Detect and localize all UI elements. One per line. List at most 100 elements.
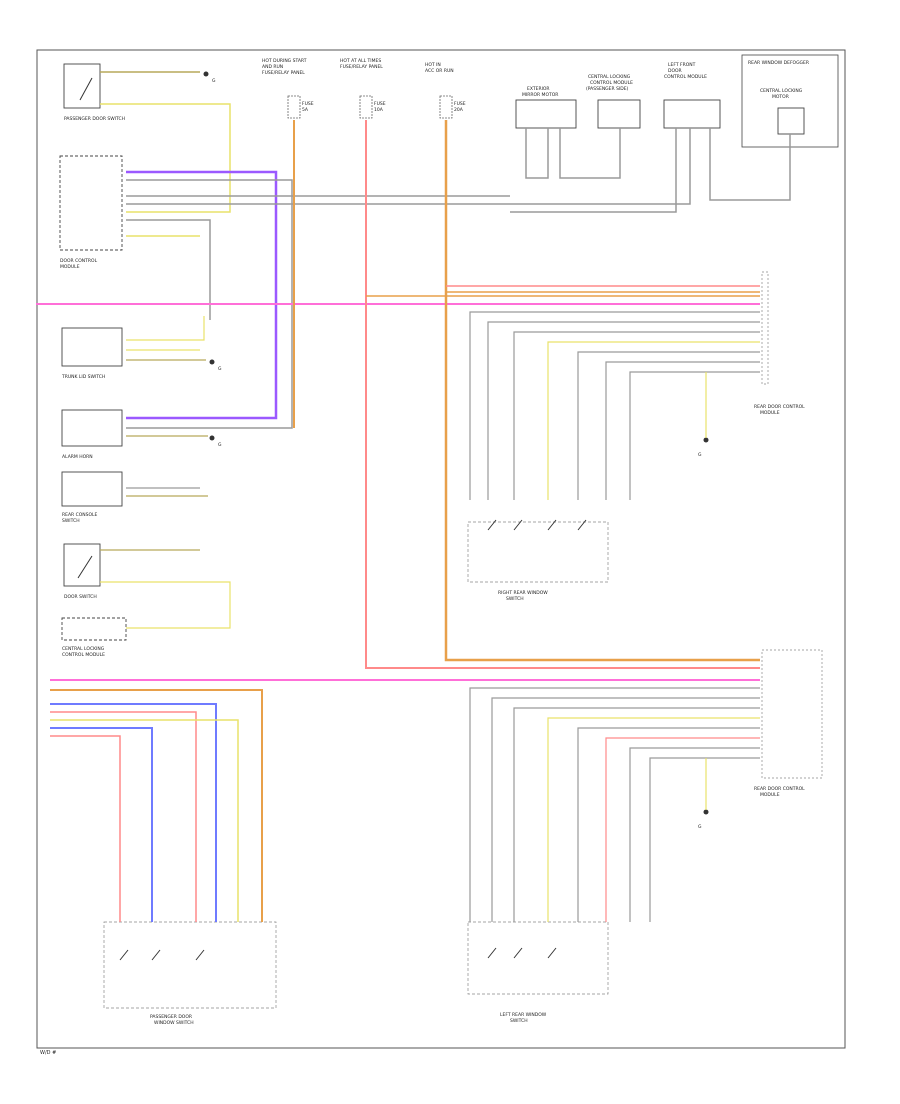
top-right-module-4-name-1: CENTRAL LOCKING [760, 88, 803, 94]
wire-48 [605, 737, 760, 922]
top-right-module-3-name-2: DOOR [668, 68, 682, 74]
wire-23 [547, 341, 760, 500]
door-switch: DOOR SWITCH [63, 543, 101, 600]
ground-4-label: G [698, 452, 702, 458]
fuse-1-box [287, 95, 301, 119]
wire-18 [510, 128, 691, 205]
top-fuse-1-title-3: FUSE/RELAY PANEL [262, 70, 305, 76]
top-right-module-1-name-2: MIRROR MOTOR [522, 92, 558, 98]
right-module-2-label-1: REAR DOOR CONTROL [754, 786, 805, 792]
top-fuse-3-title-1: HOT IN [425, 62, 441, 68]
wire-19 [709, 128, 791, 201]
switch-block-passenger-label-1: PASSENGER DOOR [150, 1014, 192, 1020]
wire-17 [510, 128, 677, 213]
switch-block-passenger: PASSENGER DOOR WINDOW SWITCH [103, 921, 277, 1026]
wire-49 [629, 747, 760, 922]
switch-block-right-rear: RIGHT REAR WINDOW SWITCH [467, 521, 609, 602]
ground-1-label: G [212, 78, 216, 84]
switch-block-left-rear: LEFT REAR WINDOW SWITCH [467, 921, 609, 1024]
wire-54 [547, 519, 557, 531]
wire-10 [365, 120, 760, 669]
top-fuse-3: HOT IN ACC OR RUN FUSE 20A [425, 62, 466, 119]
alarm-horn-label: ALARM HORN [62, 454, 93, 460]
wire-47 [577, 727, 760, 922]
wire-39 [50, 711, 197, 922]
ground-2: G [209, 359, 222, 372]
trunk-lid-switch-label: TRUNK LID SWITCH [61, 374, 105, 380]
ground-5-label: G [698, 824, 702, 830]
rear-defogger-label: REAR WINDOW DEFOGGER [748, 60, 809, 66]
rear-console-switch-label-2: SWITCH [62, 518, 80, 524]
wire-50 [649, 757, 760, 922]
wire-1 [100, 103, 231, 213]
wire-25 [605, 361, 760, 500]
wire-2 [126, 170, 278, 420]
wire-56 [487, 947, 497, 959]
top-fuse-3-amps: 20A [454, 107, 464, 113]
wire-61 [195, 949, 205, 961]
wire-55 [577, 519, 587, 531]
fuse-2-box [359, 95, 373, 119]
top-right-module-2-name-3: (PASSENGER SIDE) [586, 86, 629, 92]
top-fuse-2-amps: 10A [374, 107, 384, 113]
diagram-frame [36, 49, 846, 1049]
right-module-2: REAR DOOR CONTROL MODULE [754, 649, 823, 798]
ground-3-label: G [218, 442, 222, 448]
central-locking-control-module: CENTRAL LOCKING CONTROL MODULE [61, 617, 127, 658]
top-fuse-1-label: FUSE [302, 101, 314, 107]
wire-52 [487, 519, 497, 531]
wire-60 [151, 949, 161, 961]
central-locking-label-1: CENTRAL LOCKING [62, 646, 105, 652]
door-control-module-label-2: MODULE [60, 264, 80, 270]
switch-block-right-rear-label-2: SWITCH [506, 596, 524, 602]
trunk-lid-switch: TRUNK LID SWITCH [61, 327, 123, 380]
wire-38 [50, 703, 217, 922]
right-module-1-label-2: MODULE [760, 410, 780, 416]
wire-43 [469, 687, 760, 922]
rear-console-switch: REAR CONSOLE SWITCH [61, 471, 123, 524]
top-right-module-3: LEFT FRONT DOOR CONTROL MODULE [663, 62, 721, 129]
top-right-module-1: EXTERIOR MIRROR MOTOR [515, 86, 577, 129]
wire-59 [119, 949, 129, 961]
wire-6 [126, 219, 211, 320]
wire-22 [513, 331, 760, 500]
wire-58 [547, 947, 557, 959]
top-right-module-3-name-1: LEFT FRONT [668, 62, 696, 68]
wire-28 [126, 316, 205, 341]
switch-block-right-rear-label-1: RIGHT REAR WINDOW [498, 590, 548, 596]
wire-42 [50, 735, 121, 922]
rear-console-switch-label-1: REAR CONSOLE [62, 512, 98, 518]
switch-block-passenger-label-2: WINDOW SWITCH [154, 1020, 194, 1026]
top-fuse-2-title-1: HOT AT ALL TIMES [340, 58, 381, 64]
wire-41 [50, 727, 153, 922]
top-right-module-2-name-2: CONTROL MODULE [590, 80, 633, 86]
footer-label: W/D # [40, 1050, 56, 1056]
fuse-3-box [439, 95, 453, 119]
ground-4: G [698, 437, 709, 458]
wire-21 [487, 321, 760, 500]
right-module-1-label-1: REAR DOOR CONTROL [754, 404, 805, 410]
passenger-door-switch-label: PASSENGER DOOR SWITCH [64, 116, 125, 122]
wire-35 [100, 581, 231, 629]
wire-53 [513, 519, 523, 531]
wire-11 [444, 120, 760, 662]
wire-46 [547, 717, 760, 922]
top-fuse-1-amps: 5A [302, 107, 309, 113]
top-fuse-2-label: FUSE [374, 101, 386, 107]
wire-37 [50, 689, 263, 922]
wire-15 [525, 128, 549, 179]
ground-5: G [698, 809, 709, 830]
top-right-module-3-name-3: CONTROL MODULE [664, 74, 707, 80]
top-fuse-2: HOT AT ALL TIMES FUSE/RELAY PANEL FUSE 1… [340, 58, 386, 119]
door-control-module-label-1: DOOR CONTROL [60, 258, 98, 264]
top-right-module-2: CENTRAL LOCKING CONTROL MODULE (PASSENGE… [586, 74, 641, 129]
ground-2-label: G [218, 366, 222, 372]
ground-3: G [209, 435, 222, 448]
door-switch-label: DOOR SWITCH [64, 594, 97, 600]
top-right-module-4: REAR WINDOW DEFOGGER CENTRAL LOCKING MOT… [741, 54, 839, 148]
top-right-module-1-name-1: EXTERIOR [527, 86, 550, 92]
wire-45 [513, 707, 760, 922]
alarm-horn: ALARM HORN [61, 409, 123, 460]
